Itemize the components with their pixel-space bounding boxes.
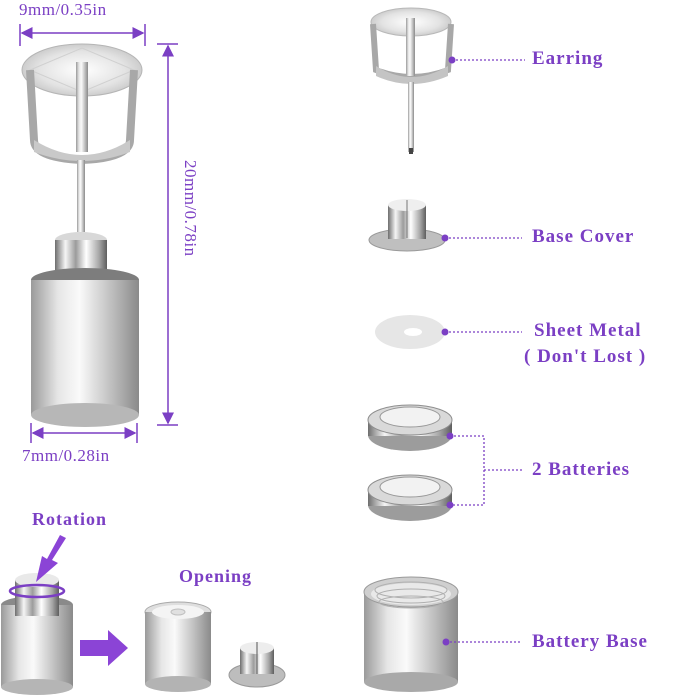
height-dimension-label: 20mm/0.78in — [181, 160, 200, 257]
batteries-bracket-line — [450, 435, 485, 506]
battery-base-part-image — [363, 576, 459, 692]
battery-1-image — [367, 404, 453, 451]
sheet-metal-label: Sheet Metal — [534, 320, 642, 341]
assembled-earring-image — [21, 43, 143, 427]
opening-label: Opening — [179, 566, 253, 586]
battery-2-pointer-dot — [446, 501, 454, 509]
battery-1-pointer-dot — [446, 432, 454, 440]
earring-part-image — [370, 7, 454, 154]
rotation-arrow-icon — [36, 535, 66, 582]
base-cover-label: Base Cover — [532, 226, 635, 247]
battery-base-label: Battery Base — [532, 631, 648, 652]
rotation-step-image — [1, 573, 73, 695]
earring-label: Earring — [532, 48, 604, 69]
battery-base-pointer-dot — [442, 638, 450, 646]
base-cover-part-image — [368, 199, 446, 252]
earring-pointer-dot — [448, 56, 456, 64]
sheet-metal-pointer-dot — [441, 328, 449, 336]
top-width-dimension-label: 9mm/0.35in — [19, 0, 107, 19]
rotation-label: Rotation — [32, 509, 107, 529]
sheet-metal-note: ( Don't Lost ) — [524, 346, 647, 367]
bottom-width-dimension-label: 7mm/0.28in — [22, 446, 110, 465]
batteries-label: 2 Batteries — [532, 459, 631, 480]
right-arrow-icon — [80, 630, 128, 666]
opening-step-image — [144, 601, 286, 692]
base-cover-pointer-dot — [441, 234, 449, 242]
battery-2-image — [367, 474, 453, 521]
sheet-metal-part-image — [375, 315, 445, 349]
